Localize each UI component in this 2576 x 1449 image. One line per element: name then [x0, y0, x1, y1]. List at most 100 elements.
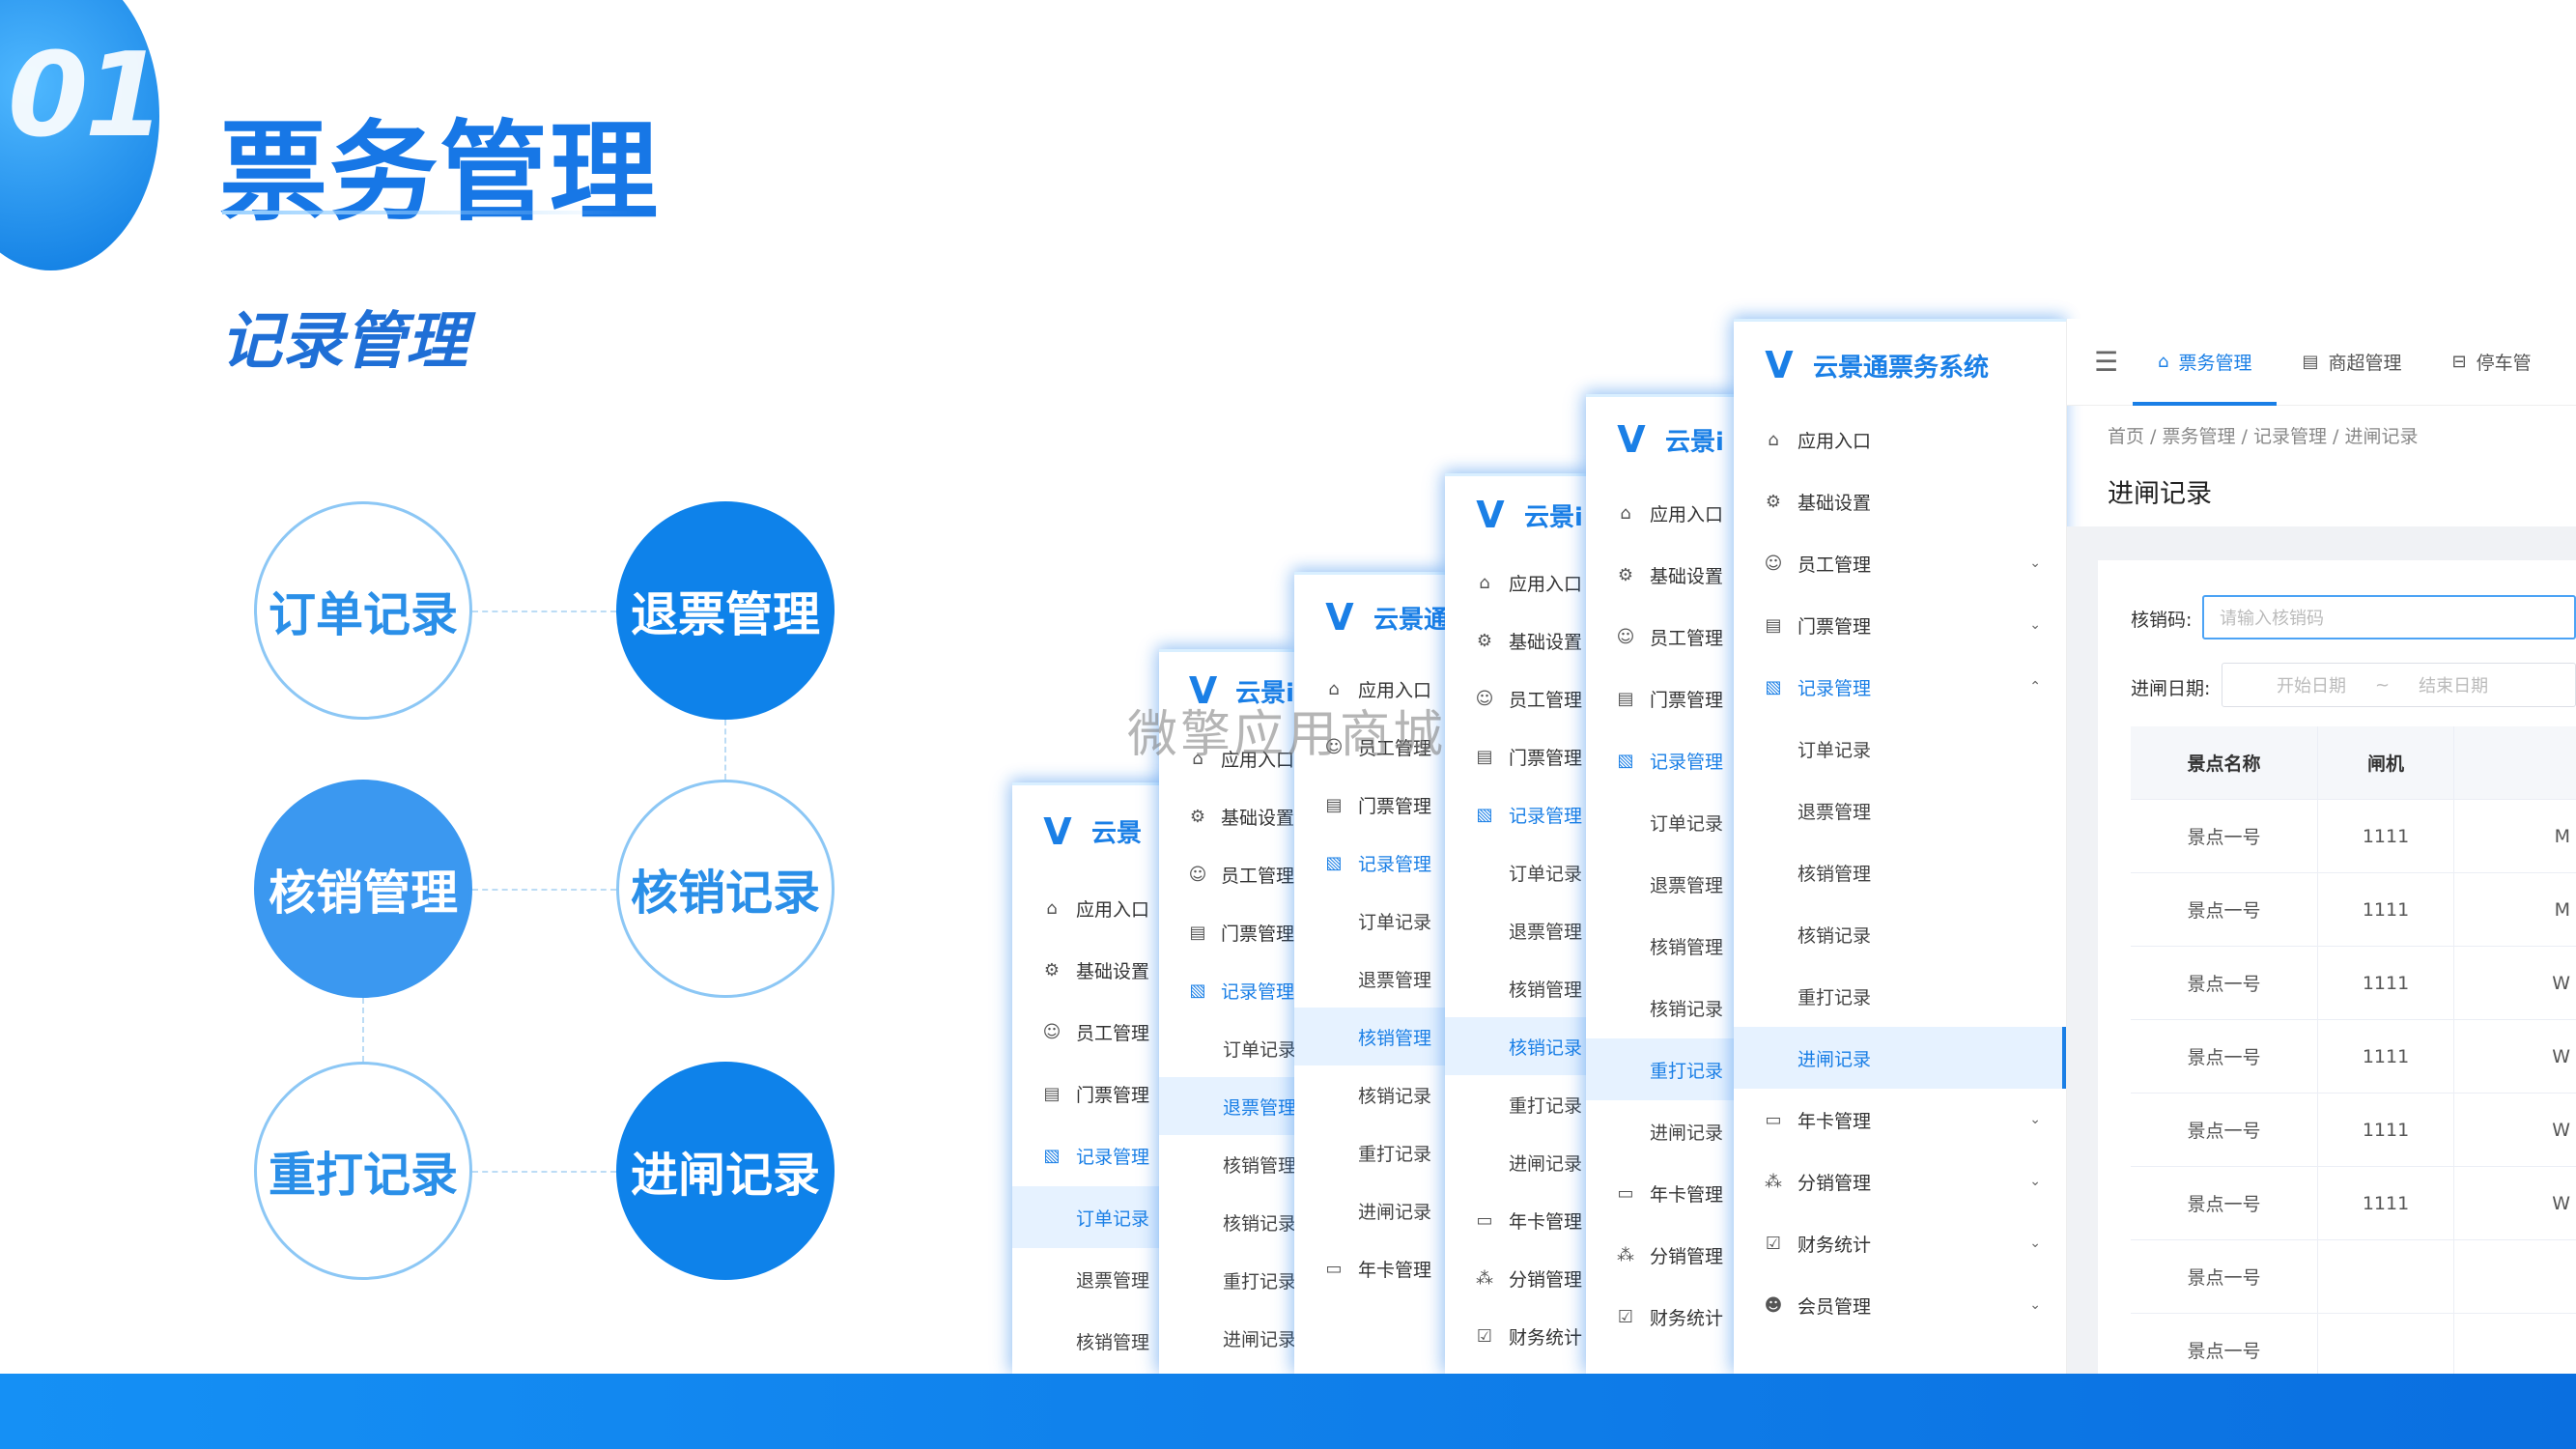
menu-finance[interactable]: ☑财务统计 — [1445, 1307, 1590, 1365]
menu-record[interactable]: ▧记录管理⌃ — [1734, 656, 2066, 718]
menu-ticket[interactable]: ▤门票管理 — [1159, 903, 1294, 961]
menu-app-entry[interactable]: ⌂应用入口 — [1159, 729, 1294, 787]
menu-gate[interactable]: 进闸记录 — [1586, 1100, 1741, 1162]
menu-app-entry[interactable]: ⌂应用入口 — [1734, 409, 2066, 470]
chevron-down-icon[interactable]: ⌄ — [2029, 617, 2041, 633]
connector — [472, 889, 616, 891]
menu-basic-settings[interactable]: ⚙基础设置 — [1586, 544, 1741, 606]
chevron-up-icon[interactable]: ⌃ — [2029, 679, 2041, 695]
menu-staff[interactable]: ☺员工管理 — [1445, 669, 1590, 727]
menu-ticket[interactable]: ▤门票管理 — [1445, 727, 1590, 785]
menu-app-entry[interactable]: ⌂应用入口 — [1294, 660, 1449, 718]
chevron-down-icon[interactable]: ⌄ — [2029, 1112, 2041, 1127]
menu-gate[interactable]: 进闸记录 — [1445, 1133, 1590, 1191]
menu-ticket[interactable]: ▤门票管理 — [1294, 776, 1449, 834]
tab-shop-mgmt[interactable]: ▤商超管理 — [2277, 319, 2426, 406]
menu-verify-record[interactable]: 核销记录 — [1586, 977, 1741, 1038]
menu-reprint[interactable]: 重打记录 — [1734, 965, 2066, 1027]
menu-verify-record[interactable]: 核销记录 — [1734, 903, 2066, 965]
menu-record[interactable]: ▧记录管理 — [1159, 961, 1294, 1019]
menu-label: 退票管理 — [1076, 1269, 1150, 1292]
menu-verify-record[interactable]: 核销记录 — [1445, 1017, 1590, 1075]
menu-refund[interactable]: 退票管理 — [1294, 950, 1449, 1008]
menu-staff[interactable]: ☺员工管理⌄ — [1734, 532, 2066, 594]
menu-annual-card[interactable]: ▭年卡管理⌄ — [1734, 1089, 2066, 1151]
menu-fold-icon[interactable]: ☰ — [2094, 346, 2119, 378]
menu-app-entry[interactable]: ⌂应用入口 — [1445, 554, 1590, 611]
menu-staff[interactable]: ☺员工管理 — [1012, 1001, 1167, 1063]
menu-gate[interactable]: 进闸记录 — [1159, 1309, 1294, 1367]
menu-order-record[interactable]: 订单记录 — [1586, 791, 1741, 853]
menu-record[interactable]: ▧记录管理 — [1294, 834, 1449, 892]
menu-verify[interactable]: 核销管理 — [1294, 1008, 1449, 1065]
menu-gate[interactable]: 进闸记录 — [1294, 1181, 1449, 1239]
menu-order-record[interactable]: 订单记录 — [1734, 718, 2066, 780]
menu-order-record[interactable]: 订单记录 — [1294, 892, 1449, 950]
start-date-input[interactable]: 开始日期 — [2277, 676, 2346, 696]
chevron-down-icon[interactable]: ⌄ — [2029, 555, 2041, 571]
menu-staff[interactable]: ☺员工管理 — [1159, 845, 1294, 903]
menu-refund[interactable]: 退票管理 — [1586, 853, 1741, 915]
menu-distribution[interactable]: ⁂分销管理 — [1445, 1249, 1590, 1307]
menu-annual-card[interactable]: ▭年卡管理 — [1294, 1239, 1449, 1297]
slide-subtitle: 记录管理 — [220, 306, 467, 378]
chevron-down-icon[interactable]: ⌄ — [2029, 1174, 2041, 1189]
menu-verify[interactable]: 核销管理 — [1445, 959, 1590, 1017]
menu-order-record[interactable]: 订单记录 — [1012, 1186, 1167, 1248]
menu-label: 记录管理 — [1358, 853, 1432, 875]
chevron-down-icon[interactable]: ⌄ — [2029, 1236, 2041, 1251]
menu-refund[interactable]: 退票管理 — [1445, 901, 1590, 959]
menu-distribution[interactable]: ⁂分销管理⌄ — [1734, 1151, 2066, 1212]
menu-label: 订单记录 — [1076, 1208, 1150, 1230]
menu-record[interactable]: ▧记录管理 — [1445, 785, 1590, 843]
menu-finance[interactable]: ☑财务统计 — [1586, 1286, 1741, 1348]
menu-staff[interactable]: ☺员工管理 — [1586, 606, 1741, 668]
menu-verify[interactable]: 核销管理 — [1586, 915, 1741, 977]
menu-basic-settings[interactable]: ⚙基础设置 — [1159, 787, 1294, 845]
menu-finance[interactable]: ☑财务统计⌄ — [1734, 1212, 2066, 1274]
chevron-down-icon[interactable]: ⌄ — [2029, 1297, 2041, 1313]
tab-parking-mgmt[interactable]: ⊟停车管 — [2426, 319, 2556, 406]
menu-ticket[interactable]: ▤门票管理⌄ — [1734, 594, 2066, 656]
menu-verify[interactable]: 核销管理 — [1012, 1310, 1167, 1372]
menu-order-record[interactable]: 订单记录 — [1445, 843, 1590, 901]
menu-basic-settings[interactable]: ⚙基础设置 — [1012, 939, 1167, 1001]
menu-distribution[interactable]: ⁂分销管理 — [1586, 1224, 1741, 1286]
verify-code-input[interactable]: 请输入核销码 — [2202, 595, 2576, 639]
menu-reprint[interactable]: 重打记录 — [1445, 1075, 1590, 1133]
menu-app-entry[interactable]: ⌂应用入口 — [1586, 482, 1741, 544]
breadcrumb[interactable]: 首页 / 票务管理 / 记录管理 / 进闸记录 — [2108, 426, 2419, 447]
menu-reprint[interactable]: 重打记录 — [1294, 1123, 1449, 1181]
menu-refund[interactable]: 退票管理 — [1159, 1077, 1294, 1135]
menu-label: 财务统计 — [1798, 1234, 1872, 1256]
menu-label: 记录管理 — [1220, 980, 1294, 1003]
menu-staff[interactable]: ☺员工管理 — [1294, 718, 1449, 776]
menu-basic-settings[interactable]: ⚙基础设置 — [1445, 611, 1590, 669]
date-range-picker[interactable]: 开始日期 ~ 结束日期 — [2222, 663, 2576, 707]
menu-annual-card[interactable]: ▭年卡管理 — [1586, 1162, 1741, 1224]
menu-verify-record[interactable]: 核销记录 — [1159, 1193, 1294, 1251]
menu-record[interactable]: ▧记录管理 — [1012, 1124, 1167, 1186]
menu-label: 记录管理 — [1650, 751, 1724, 773]
menu-refund[interactable]: 退票管理 — [1012, 1248, 1167, 1310]
cell-extra: W — [2453, 1020, 2576, 1093]
menu-verify[interactable]: 核销管理 — [1159, 1135, 1294, 1193]
menu-annual-card[interactable]: ▭年卡管理 — [1445, 1191, 1590, 1249]
date-separator: ~ — [2375, 674, 2391, 696]
menu-reprint[interactable]: 重打记录 — [1159, 1251, 1294, 1309]
end-date-input[interactable]: 结束日期 — [2419, 676, 2489, 696]
menu-basic-settings[interactable]: ⚙基础设置 — [1734, 470, 2066, 532]
menu-verify[interactable]: 核销管理 — [1734, 841, 2066, 903]
menu-reprint[interactable]: 重打记录 — [1586, 1038, 1741, 1100]
menu-order-record[interactable]: 订单记录 — [1159, 1019, 1294, 1077]
menu-record[interactable]: ▧记录管理 — [1586, 729, 1741, 791]
cell-gate: 1111 — [2317, 1094, 2453, 1166]
menu-member[interactable]: ☻会员管理⌄ — [1734, 1274, 2066, 1336]
menu-refund[interactable]: 退票管理 — [1734, 780, 2066, 841]
tab-ticket-mgmt[interactable]: ⌂票务管理 — [2133, 319, 2278, 406]
menu-ticket[interactable]: ▤门票管理 — [1012, 1063, 1167, 1124]
menu-verify-record[interactable]: 核销记录 — [1294, 1065, 1449, 1123]
menu-ticket[interactable]: ▤门票管理 — [1586, 668, 1741, 729]
menu-app-entry[interactable]: ⌂应用入口 — [1012, 877, 1167, 939]
menu-gate[interactable]: 进闸记录 — [1734, 1027, 2066, 1089]
